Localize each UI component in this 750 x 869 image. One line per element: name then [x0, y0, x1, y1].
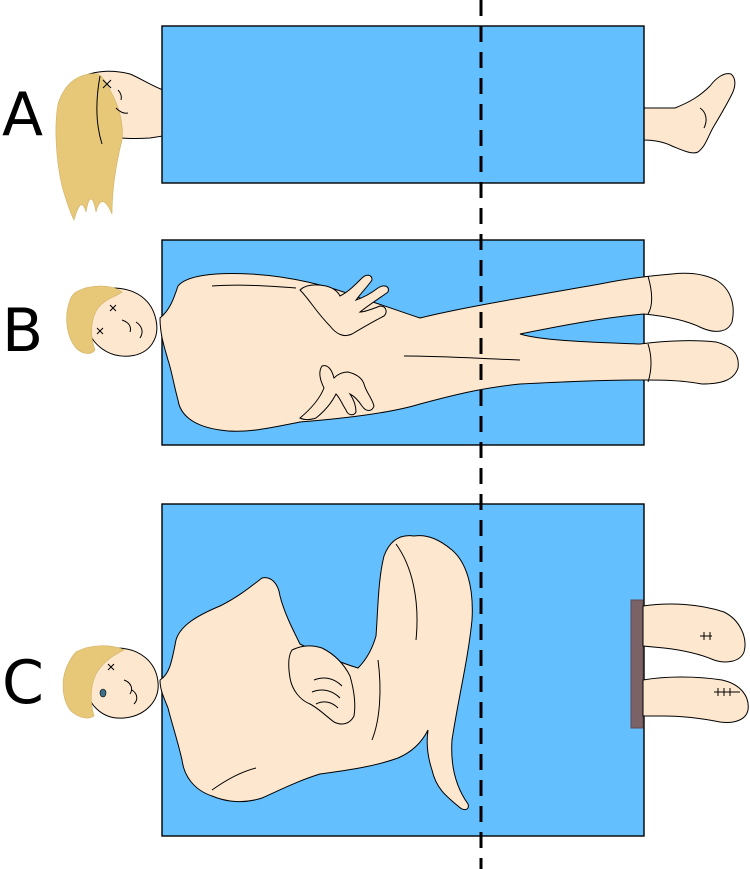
panel-label-c: C — [2, 648, 44, 718]
feet-a — [642, 73, 736, 154]
foot-c1 — [642, 603, 746, 663]
sheet-a — [161, 25, 645, 184]
body-b — [159, 272, 739, 432]
footboard — [630, 599, 644, 729]
closed-eye-b1 — [109, 304, 117, 312]
ankle-b2 — [647, 343, 652, 383]
panel-c: C — [2, 503, 749, 837]
ankle-b1 — [647, 275, 653, 315]
nose-a — [117, 89, 122, 101]
foot-c2 — [642, 676, 749, 723]
finger-line-c3 — [315, 701, 339, 709]
lower-hand-b — [299, 365, 375, 420]
toe-tag-c1 — [700, 632, 712, 640]
panel-a: A — [2, 25, 736, 221]
thigh-line-c — [371, 659, 381, 741]
mouth-b — [135, 321, 143, 339]
arm-line-c — [211, 767, 257, 791]
panel-label-a: A — [2, 80, 43, 150]
nose-b — [121, 319, 131, 333]
finger-line-c2 — [311, 689, 341, 699]
leg-split-b — [403, 355, 521, 361]
toe-tag-c2 — [714, 688, 740, 696]
nose-c — [123, 679, 133, 695]
open-eye-c — [99, 688, 107, 698]
panel-label-b: B — [2, 296, 43, 366]
finger-line-c1 — [313, 677, 343, 687]
panel-b: B — [2, 239, 739, 446]
mouth-c — [131, 689, 138, 705]
hair-strand-a — [96, 75, 103, 145]
hair-a — [55, 73, 123, 221]
ankle-a — [699, 107, 707, 129]
hands-c — [288, 645, 356, 725]
closed-eye-b2 — [96, 327, 104, 335]
knee-line-c — [395, 543, 418, 641]
mouth-a — [115, 107, 129, 114]
shoulder-line-b — [211, 284, 297, 289]
closed-eye-a — [102, 79, 112, 89]
upper-hand-b — [299, 274, 389, 337]
closed-eye-c — [107, 663, 115, 671]
hair-b — [66, 285, 123, 354]
hair-c — [62, 645, 125, 719]
